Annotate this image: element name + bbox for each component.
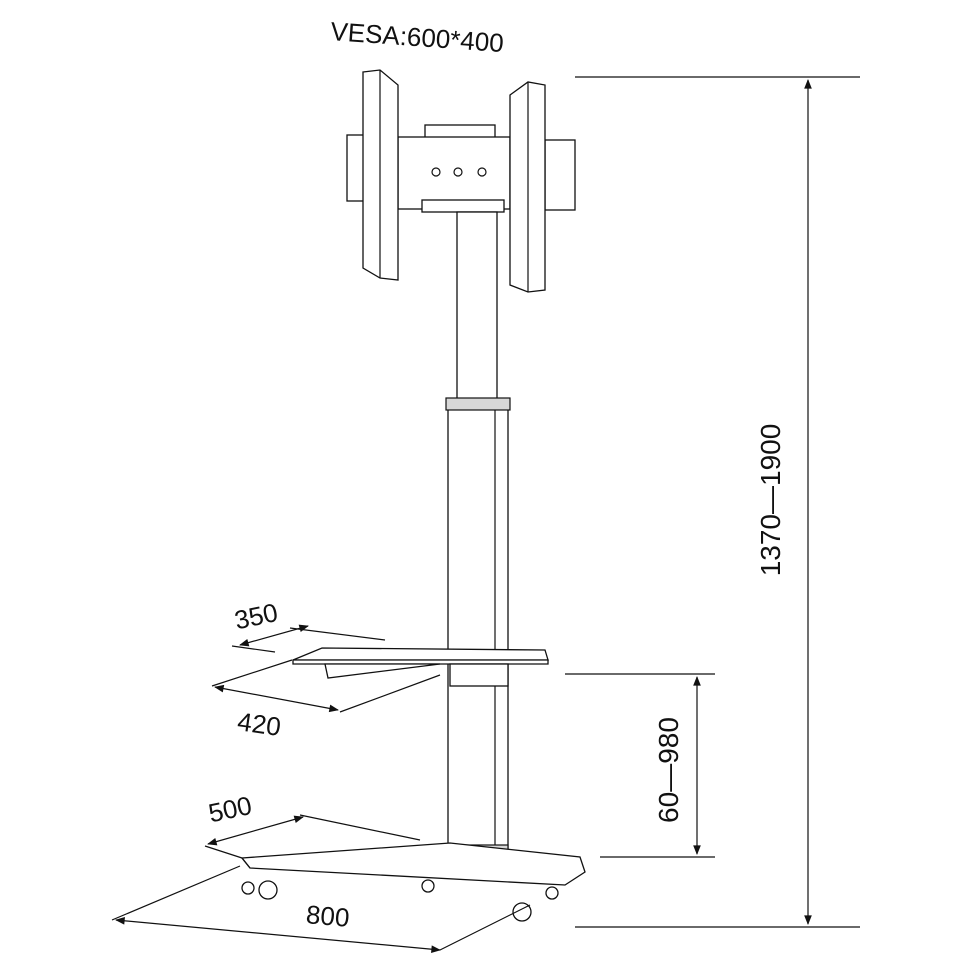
base-depth-label: 500 xyxy=(206,790,255,828)
left-tab xyxy=(346,134,366,202)
vesa-bracket xyxy=(346,69,576,293)
shelf-depth-label: 350 xyxy=(232,597,281,635)
vesa-label: VESA:600*400 xyxy=(330,16,505,58)
shelf xyxy=(292,647,549,687)
pole xyxy=(445,211,511,861)
base xyxy=(240,842,586,922)
shelf-width-dimension: 420 xyxy=(211,659,441,742)
total-height-label: 1370—1900 xyxy=(755,424,786,577)
right-tab xyxy=(544,139,576,211)
pole-collar xyxy=(445,397,511,411)
shelf-height-dimension: 60—980 xyxy=(565,673,715,858)
upper-pole xyxy=(456,211,498,403)
shelf-depth-dimension: 350 xyxy=(232,597,386,653)
shelf-height-label: 60—980 xyxy=(653,717,684,823)
shelf-plate xyxy=(292,647,549,661)
shelf-clamp xyxy=(449,663,509,687)
total-height-dimension: 1370—1900 xyxy=(575,76,860,928)
shelf-bracket xyxy=(324,663,441,679)
lower-pole xyxy=(447,399,509,861)
caster-wheels xyxy=(241,879,559,922)
base-plate xyxy=(240,842,586,886)
base-width-label: 800 xyxy=(305,899,351,933)
shelf-width-label: 420 xyxy=(236,706,283,742)
mount-plate-lip xyxy=(421,199,505,213)
base-width-dimension: 800 xyxy=(111,865,531,954)
